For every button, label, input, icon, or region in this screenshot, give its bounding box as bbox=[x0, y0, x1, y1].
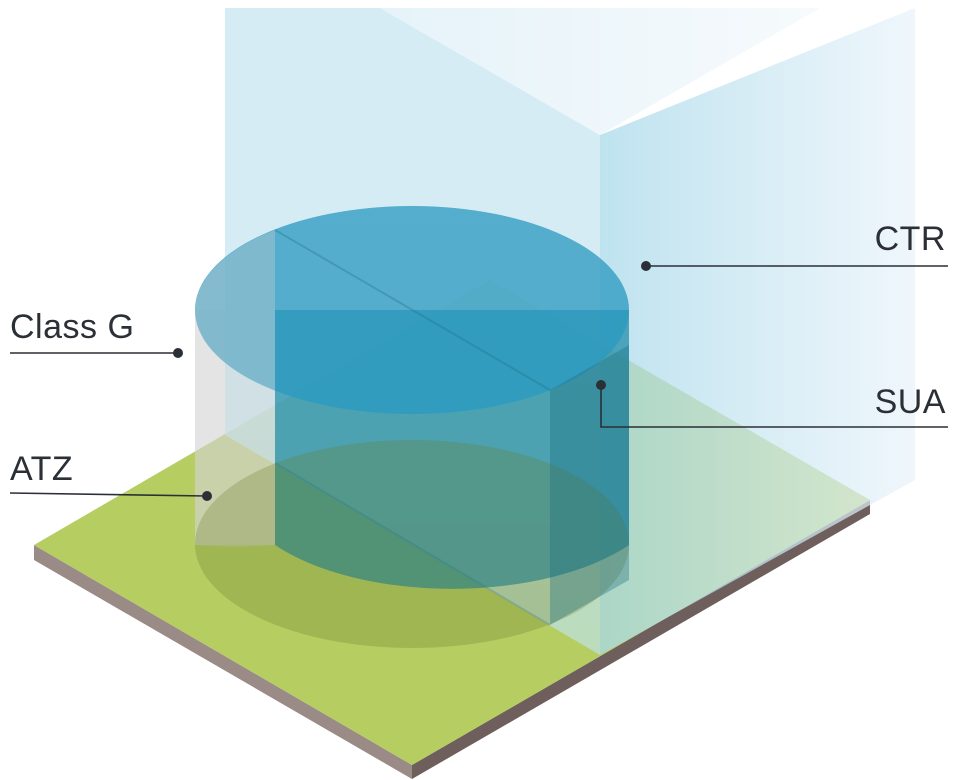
ctr-label: CTR bbox=[874, 220, 946, 258]
leader-atz bbox=[9, 491, 212, 501]
leader-class-g bbox=[10, 348, 183, 358]
ground-ridge bbox=[274, 462, 551, 626]
ctr-column-right-face bbox=[600, 8, 915, 655]
ground-side-right bbox=[412, 500, 870, 779]
ground-side-left bbox=[34, 545, 412, 779]
atz-label: ATZ bbox=[10, 450, 74, 488]
sua-label: SUA bbox=[874, 383, 946, 421]
sua-cylinder bbox=[195, 206, 629, 589]
class-g-label: Class G bbox=[10, 308, 135, 346]
leader-sua bbox=[596, 380, 948, 428]
sua-cylinder-top bbox=[195, 206, 629, 414]
sua-cylinder-left-cut bbox=[195, 230, 275, 547]
ground-ridge-top bbox=[274, 229, 551, 391]
atz-footprint bbox=[195, 440, 629, 648]
leader-ctr bbox=[641, 261, 948, 271]
sua-inner-edge bbox=[550, 345, 629, 625]
ctr-column-top-face bbox=[380, 8, 820, 135]
